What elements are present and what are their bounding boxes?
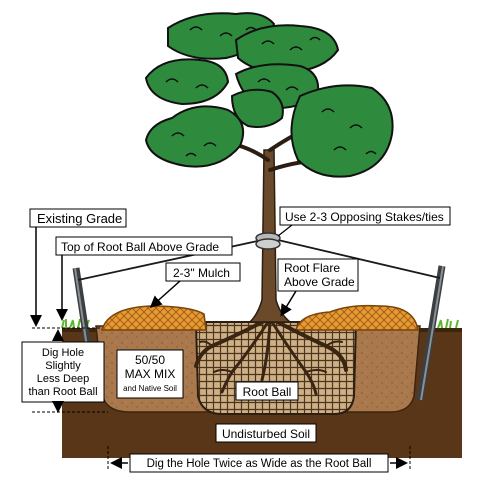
existing-grade-label: Existing Grade (37, 211, 122, 226)
root-flare-label-line1: Root Flare (284, 261, 340, 275)
stakes-box (279, 206, 451, 226)
mulch-pointer (149, 280, 181, 308)
mulch-box (165, 262, 241, 282)
width-note-box (129, 453, 389, 473)
right-tie (277, 239, 441, 279)
root-flare-box (277, 258, 359, 292)
undisturbed-soil-box (215, 423, 317, 443)
undisturbed-soil-label: Undisturbed Soil (222, 427, 310, 441)
mix-label-line2: MAX MIX (125, 367, 176, 381)
root-ball-label: Root Ball (243, 385, 292, 399)
root-flare-pointer (280, 290, 297, 317)
root-ball-above-grade-label: Top of Root Ball Above Grade (61, 240, 219, 254)
dig-hole-label-line2: Slightly (45, 360, 81, 372)
tree-foliage (144, 12, 394, 178)
mulch-label: 2-3" Mulch (173, 266, 230, 280)
trunk-tie-collar-2 (255, 238, 281, 250)
right-stake-highlight (420, 265, 444, 401)
dig-hole-label-line4: than Root Ball (28, 386, 97, 398)
root-ball-above-grade-box (55, 236, 233, 256)
mix-label-line1: 50/50 (135, 353, 165, 367)
mix-box (116, 349, 184, 399)
mix-label-line3: and Native Soil (123, 384, 177, 393)
root-flare-label-line2: Above Grade (284, 275, 355, 289)
dig-hole-box (21, 341, 105, 403)
mulch-left (101, 305, 207, 331)
stakes-label: Use 2-3 Opposing Stakes/ties (285, 210, 444, 224)
roots (194, 316, 348, 396)
mulch-right (295, 304, 419, 331)
existing-grade-box (29, 208, 127, 228)
dig-hole-label-line1: Dig Hole (42, 347, 84, 359)
dig-hole-label-line3: Less Deep (37, 373, 90, 385)
foliage-texture (165, 26, 377, 157)
width-note-label: Dig the Hole Twice as Wide as the Root B… (147, 458, 372, 470)
stakes-pointer (277, 224, 293, 237)
root-ball-box (235, 381, 299, 401)
